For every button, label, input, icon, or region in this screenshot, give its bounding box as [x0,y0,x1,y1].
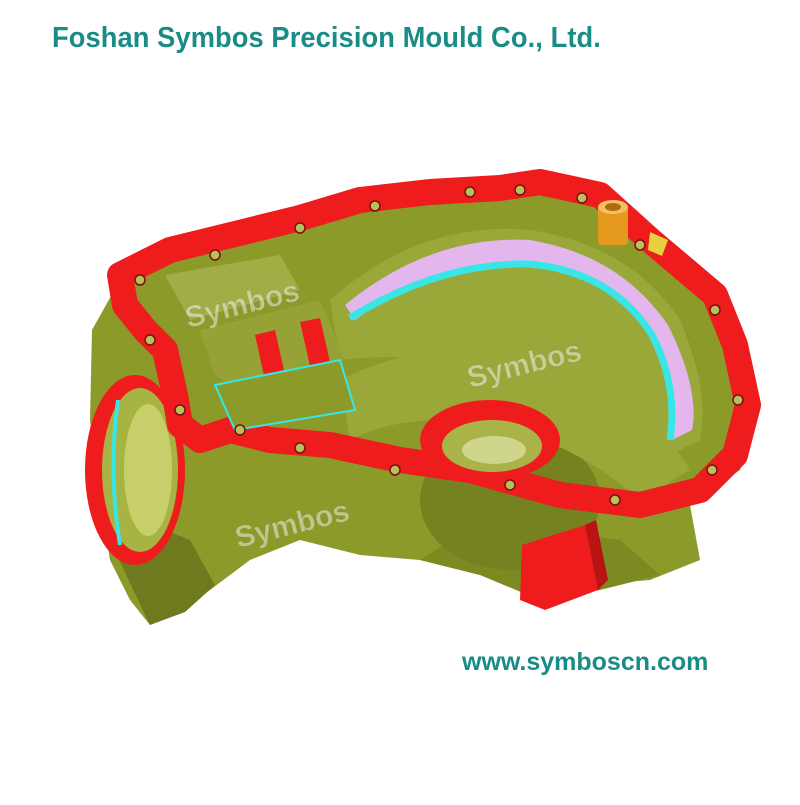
bolt-holes [134,184,744,506]
rib-pockets [165,255,357,432]
website-url: www.symboscn.com [462,648,709,676]
orange-fitting [598,200,668,256]
bowl-interior [330,228,703,480]
red-bracket [520,520,608,610]
left-bore [85,375,185,565]
company-title: Foshan Symbos Precision Mould Co., Ltd. [52,22,601,54]
